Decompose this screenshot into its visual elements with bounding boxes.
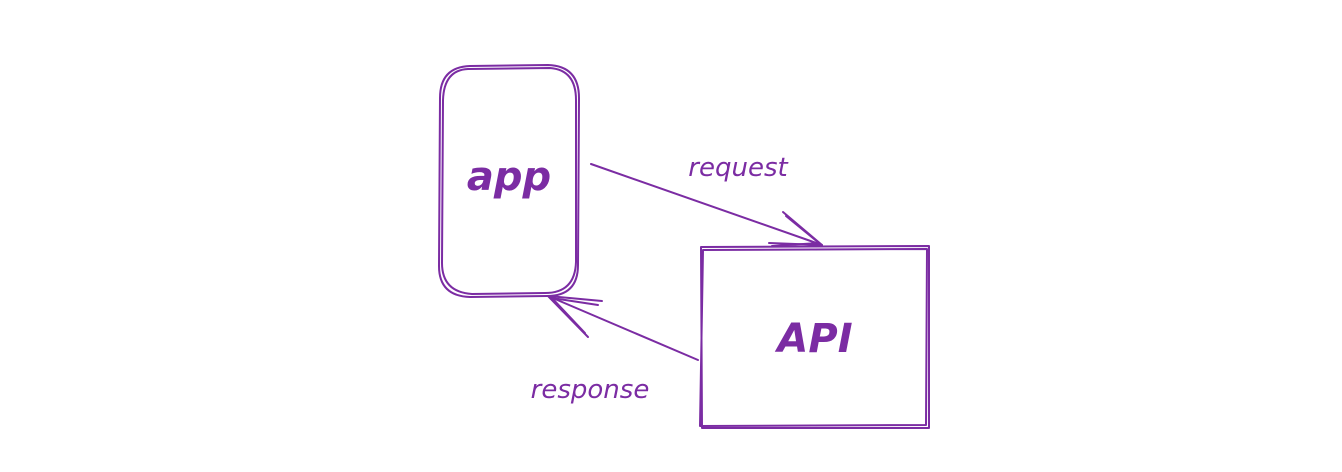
api-node-label: API bbox=[774, 316, 852, 362]
response-edge-label: response bbox=[531, 375, 650, 405]
response-arrow-line bbox=[547, 295, 699, 361]
request-edge-label: request bbox=[688, 153, 788, 183]
response-edge: response bbox=[531, 295, 699, 405]
response-arrowhead-sketch bbox=[551, 297, 599, 334]
api-node-outline-sketch bbox=[699, 248, 928, 427]
request-arrowhead-sketch bbox=[771, 215, 820, 247]
app-node: app bbox=[438, 64, 580, 298]
api-node: API bbox=[699, 245, 930, 429]
request-edge: request bbox=[590, 153, 823, 247]
app-node-label: app bbox=[467, 154, 551, 200]
app-node-outline-sketch bbox=[441, 67, 577, 295]
request-arrow-line bbox=[590, 163, 823, 246]
